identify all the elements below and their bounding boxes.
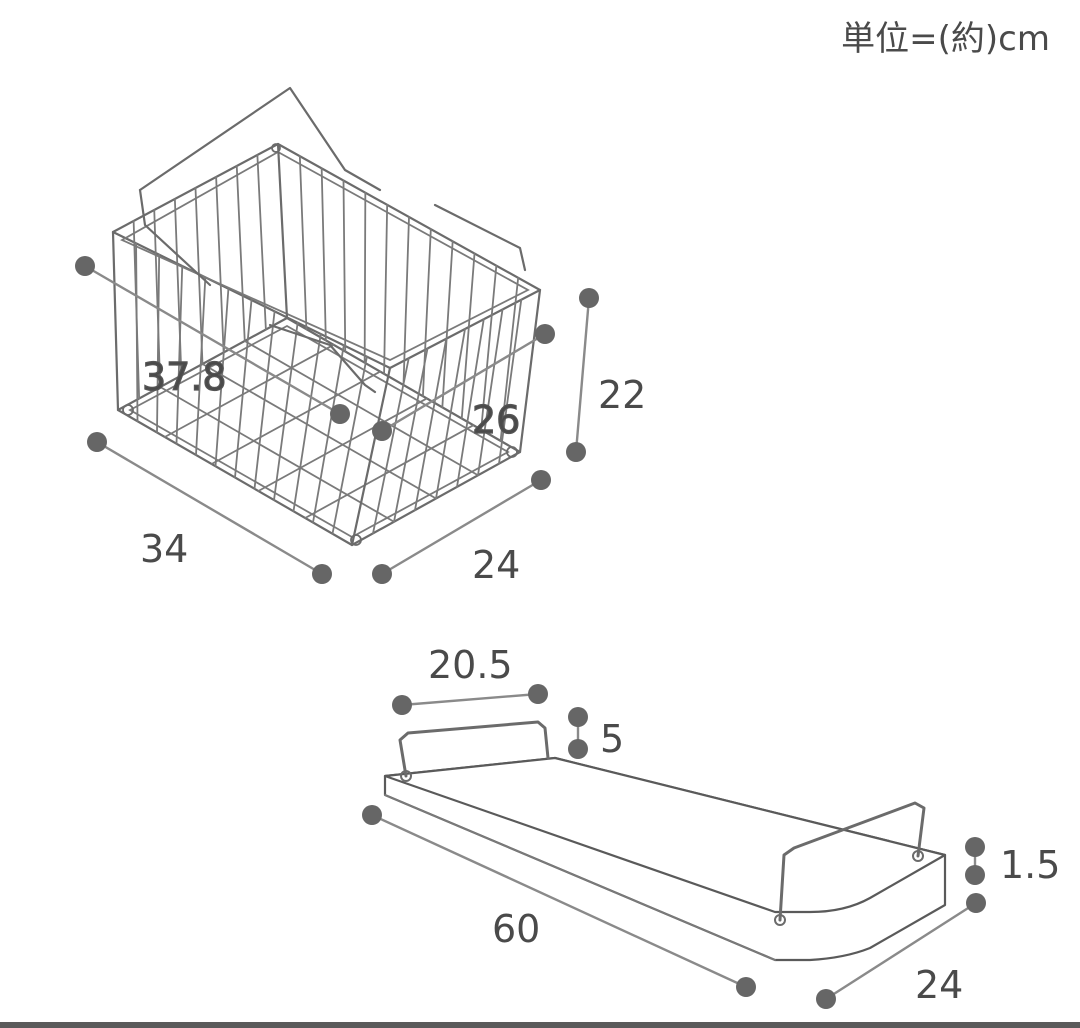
diagonal-dimension-line [83, 264, 342, 416]
basket-wire [234, 299, 253, 479]
basket-wire [460, 252, 476, 420]
basket-wire [320, 167, 327, 342]
basket-wire [312, 344, 345, 524]
basket-wire [214, 287, 230, 468]
basket-width-label: 24 [472, 543, 520, 587]
basket-wire [132, 220, 141, 400]
basket-wire [298, 155, 308, 331]
tray-width-dimension-line [824, 901, 978, 1001]
width-dimension-line [380, 478, 543, 576]
basket-floor-wire [304, 424, 475, 519]
basket-floor-wire [201, 363, 437, 500]
basket-wire [383, 203, 389, 375]
basket-wire [435, 328, 466, 500]
basket-wire [256, 154, 267, 331]
basket-wire [292, 333, 322, 513]
basket-floor-wire [257, 397, 428, 492]
basket-wire [342, 179, 347, 353]
basket-wire [372, 357, 410, 535]
basket-wire [477, 308, 504, 477]
basket-wire [456, 318, 485, 488]
tray-illustration [383, 720, 947, 962]
basket-floor-wire [243, 340, 479, 477]
basket-dimensions [75, 256, 599, 584]
basket-wire [215, 176, 225, 354]
basket-wire [331, 355, 368, 535]
basket-floor-wire [210, 370, 382, 465]
basket-wire [173, 198, 183, 377]
basket-wire [195, 276, 207, 456]
basket-wire [414, 337, 448, 512]
basket-length-label: 34 [140, 527, 188, 571]
rail-length-dimension-line [400, 692, 540, 707]
tray-rail-length-label: 20.5 [428, 643, 513, 687]
basket-wire [441, 240, 454, 409]
basket-wire [153, 209, 162, 388]
basket-wire [175, 265, 184, 445]
unit-label: 単位=(約)cm [841, 19, 1050, 59]
basket-wire [498, 298, 523, 465]
tray-length-label: 60 [492, 907, 540, 951]
basket-wire [402, 216, 410, 386]
basket-floor-wire [163, 343, 335, 438]
bottom-border [0, 1022, 1080, 1028]
length-dimension-line [95, 440, 324, 576]
basket-wire [393, 347, 429, 523]
tray-width-label: 24 [915, 963, 963, 1007]
basket-diagonal-label: 37.8 [142, 355, 227, 399]
depth-dimension-line [380, 332, 547, 433]
tray-dimensions [362, 684, 986, 1009]
wire-basket-illustration [111, 86, 542, 547]
tray-length-dimension-line [370, 813, 748, 989]
height-dimension-line [574, 296, 591, 454]
basket-floor-wire [159, 386, 395, 523]
tray-thickness-label: 1.5 [1000, 843, 1060, 887]
basket-wire [235, 165, 246, 342]
basket-wire [480, 264, 498, 431]
tray-rail-height-label: 5 [600, 717, 624, 761]
basket-wire [363, 191, 367, 364]
basket-height-label: 22 [598, 373, 646, 417]
basket-wire [422, 228, 432, 398]
basket-depth-label: 26 [472, 398, 520, 442]
basket-wire [499, 276, 520, 442]
